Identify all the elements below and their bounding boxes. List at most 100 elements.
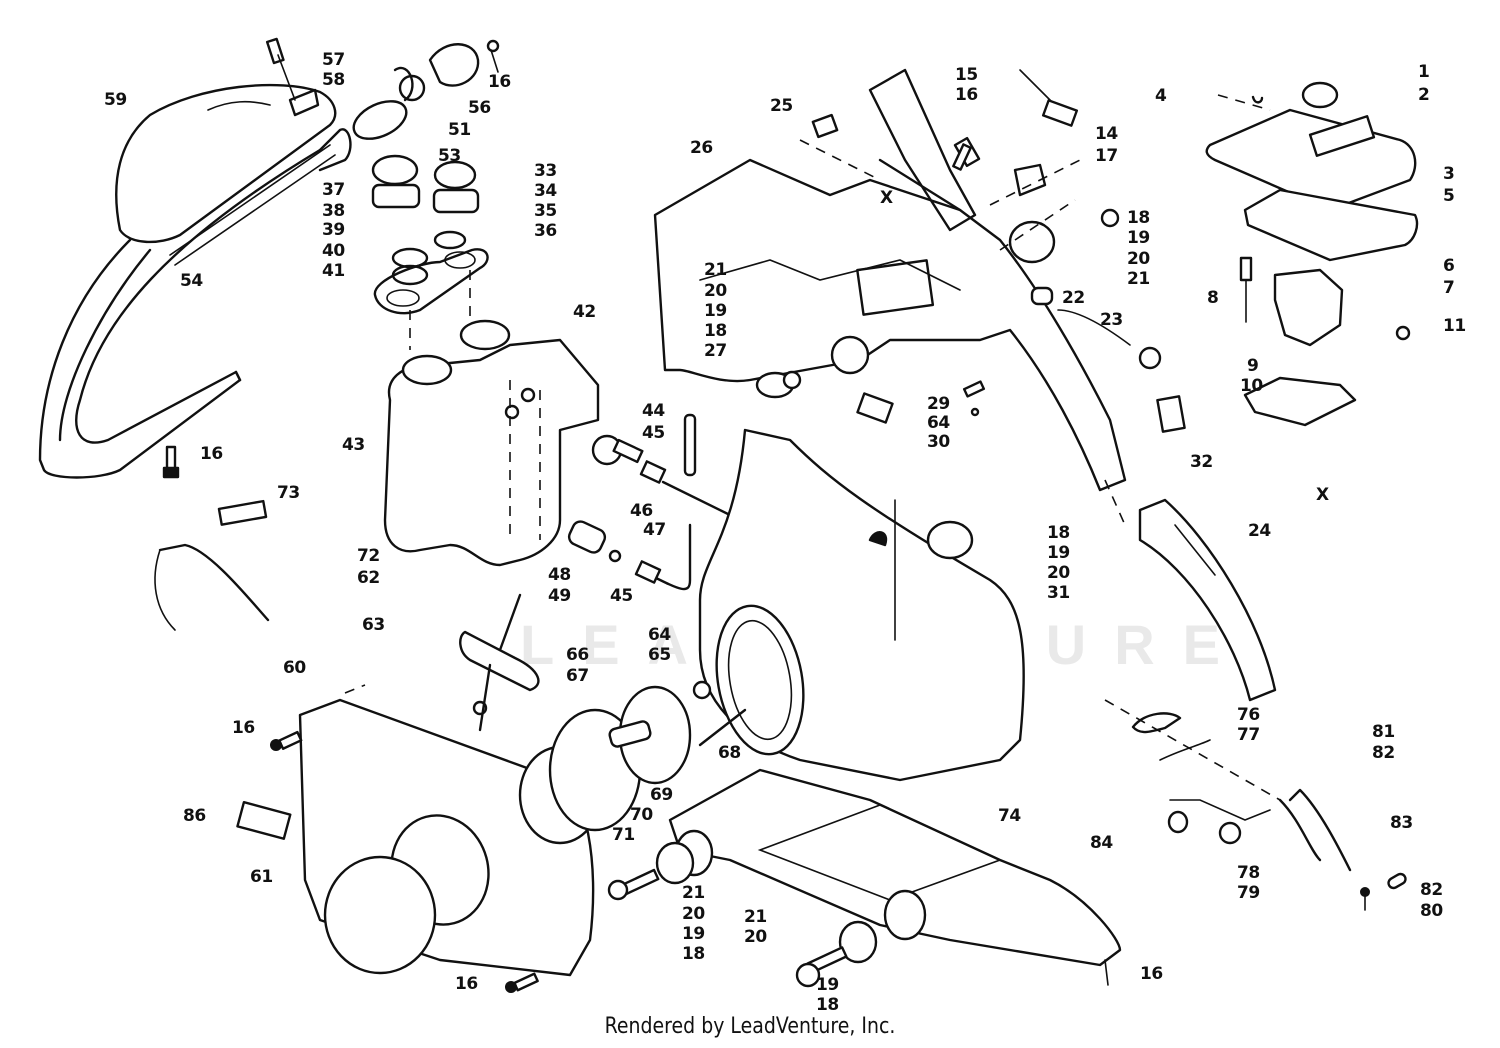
callout-20[interactable]: 20	[744, 927, 767, 947]
callout-42[interactable]: 42	[573, 302, 596, 322]
callout-81[interactable]: 81	[1372, 722, 1395, 742]
callout-22[interactable]: 22	[1062, 288, 1085, 308]
callout-9[interactable]: 9	[1247, 356, 1259, 376]
callout-11[interactable]: 11	[1443, 316, 1466, 336]
callout-63[interactable]: 63	[362, 615, 385, 635]
callout-24[interactable]: 24	[1248, 521, 1271, 541]
callout-1[interactable]: 1	[1418, 62, 1430, 82]
callout-51[interactable]: 51	[448, 120, 471, 140]
callout-21[interactable]: 21	[704, 260, 727, 280]
callout-21[interactable]: 21	[744, 907, 767, 927]
callout-5[interactable]: 5	[1443, 186, 1455, 206]
callout-15[interactable]: 15	[955, 65, 978, 85]
callout-2[interactable]: 2	[1418, 85, 1430, 105]
callout-59[interactable]: 59	[104, 90, 127, 110]
callout-16[interactable]: 16	[232, 718, 255, 738]
callout-36[interactable]: 36	[534, 221, 557, 241]
callout-3[interactable]: 3	[1443, 164, 1455, 184]
callout-44[interactable]: 44	[642, 401, 665, 421]
callout-19[interactable]: 19	[704, 301, 727, 321]
callout-16[interactable]: 16	[955, 85, 978, 105]
callout-71[interactable]: 71	[612, 825, 635, 845]
callout-64[interactable]: 64	[927, 413, 950, 433]
callout-20[interactable]: 20	[682, 904, 705, 924]
callout-18[interactable]: 18	[682, 944, 705, 964]
callout-57[interactable]: 57	[322, 50, 345, 70]
callout-32[interactable]: 32	[1190, 452, 1213, 472]
callout-58[interactable]: 58	[322, 70, 345, 90]
callout-10[interactable]: 10	[1240, 376, 1263, 396]
callout-35[interactable]: 35	[534, 201, 557, 221]
callout-33[interactable]: 33	[534, 161, 557, 181]
callout-25[interactable]: 25	[770, 96, 793, 116]
callout-86[interactable]: 86	[183, 806, 206, 826]
callout-4[interactable]: 4	[1155, 86, 1167, 106]
callout-82[interactable]: 82	[1420, 880, 1443, 900]
callout-77[interactable]: 77	[1237, 725, 1260, 745]
callout-53[interactable]: 53	[438, 146, 461, 166]
callout-72[interactable]: 72	[357, 546, 380, 566]
callout-21[interactable]: 21	[682, 883, 705, 903]
callout-17[interactable]: 17	[1095, 146, 1118, 166]
callout-23[interactable]: 23	[1100, 310, 1123, 330]
callout-38[interactable]: 38	[322, 201, 345, 221]
callout-46[interactable]: 46	[630, 501, 653, 521]
callout-16[interactable]: 16	[1140, 964, 1163, 984]
callout-18[interactable]: 18	[1127, 208, 1150, 228]
callout-37[interactable]: 37	[322, 180, 345, 200]
callout-27[interactable]: 27	[704, 341, 727, 361]
callout-83[interactable]: 83	[1390, 813, 1413, 833]
callout-6[interactable]: 6	[1443, 256, 1455, 276]
callout-73[interactable]: 73	[277, 483, 300, 503]
callout-19[interactable]: 19	[1047, 543, 1070, 563]
callout-19[interactable]: 19	[816, 975, 839, 995]
callout-31[interactable]: 31	[1047, 583, 1070, 603]
callout-34[interactable]: 34	[534, 181, 557, 201]
callout-20[interactable]: 20	[704, 281, 727, 301]
callout-49[interactable]: 49	[548, 586, 571, 606]
callout-18[interactable]: 18	[816, 995, 839, 1015]
callout-45[interactable]: 45	[610, 586, 633, 606]
callout-48[interactable]: 48	[548, 565, 571, 585]
callout-60[interactable]: 60	[283, 658, 306, 678]
callout-16[interactable]: 16	[488, 72, 511, 92]
callout-20[interactable]: 20	[1047, 563, 1070, 583]
callout-54[interactable]: 54	[180, 271, 203, 291]
callout-18[interactable]: 18	[704, 321, 727, 341]
callout-7[interactable]: 7	[1443, 278, 1455, 298]
callout-40[interactable]: 40	[322, 241, 345, 261]
callout-67[interactable]: 67	[566, 666, 589, 686]
callout-47[interactable]: 47	[643, 520, 666, 540]
callout-16[interactable]: 16	[455, 974, 478, 994]
callout-39[interactable]: 39	[322, 220, 345, 240]
callout-14[interactable]: 14	[1095, 124, 1118, 144]
callout-80[interactable]: 80	[1420, 901, 1443, 921]
callout-82[interactable]: 82	[1372, 743, 1395, 763]
callout-69[interactable]: 69	[650, 785, 673, 805]
callout-65[interactable]: 65	[648, 645, 671, 665]
callout-20[interactable]: 20	[1127, 249, 1150, 269]
callout-56[interactable]: 56	[468, 98, 491, 118]
callout-70[interactable]: 70	[630, 805, 653, 825]
callout-19[interactable]: 19	[682, 924, 705, 944]
callout-29[interactable]: 29	[927, 394, 950, 414]
callout-74[interactable]: 74	[998, 806, 1021, 826]
callout-18[interactable]: 18	[1047, 523, 1070, 543]
callout-26[interactable]: 26	[690, 138, 713, 158]
callout-43[interactable]: 43	[342, 435, 365, 455]
callout-30[interactable]: 30	[927, 432, 950, 452]
callout-21[interactable]: 21	[1127, 269, 1150, 289]
callout-68[interactable]: 68	[718, 743, 741, 763]
callout-8[interactable]: 8	[1207, 288, 1219, 308]
callout-45[interactable]: 45	[642, 423, 665, 443]
callout-76[interactable]: 76	[1237, 705, 1260, 725]
callout-64[interactable]: 64	[648, 625, 671, 645]
callout-61[interactable]: 61	[250, 867, 273, 887]
callout-16[interactable]: 16	[200, 444, 223, 464]
callout-84[interactable]: 84	[1090, 833, 1113, 853]
callout-66[interactable]: 66	[566, 645, 589, 665]
callout-78[interactable]: 78	[1237, 863, 1260, 883]
callout-19[interactable]: 19	[1127, 228, 1150, 248]
callout-62[interactable]: 62	[357, 568, 380, 588]
callout-79[interactable]: 79	[1237, 883, 1260, 903]
